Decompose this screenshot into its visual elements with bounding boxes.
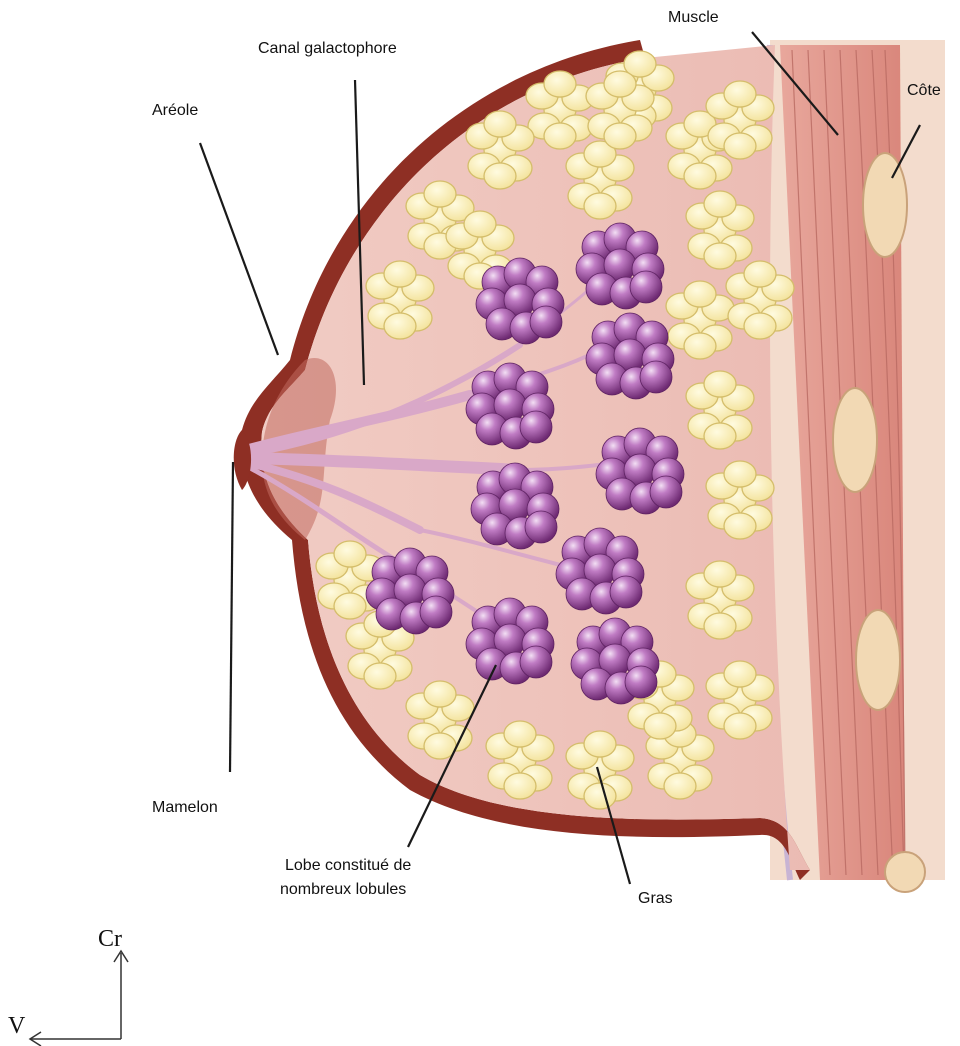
lobule-cluster — [466, 598, 554, 684]
fat-cell — [544, 123, 576, 149]
fat-cell — [704, 561, 736, 587]
fat-cell — [724, 81, 756, 107]
fat-cell — [334, 593, 366, 619]
label-lobe-line1: Lobe constitué de — [285, 857, 411, 874]
fat-cell — [684, 281, 716, 307]
fat-cell — [364, 663, 396, 689]
label-lobe-line2: nombreux lobules — [280, 881, 406, 898]
lobule — [625, 666, 657, 698]
cranial-label: Cr — [98, 926, 122, 952]
lobule — [520, 411, 552, 443]
label-areole: Aréole — [152, 102, 198, 119]
label-mamelon: Mamelon — [152, 799, 218, 816]
lobule-cluster — [576, 223, 664, 309]
rib — [856, 610, 900, 710]
lobule-cluster — [476, 258, 564, 344]
lobule-cluster — [586, 313, 674, 399]
fat-cell — [424, 181, 456, 207]
lobule-cluster — [466, 363, 554, 449]
fat-cell — [744, 261, 776, 287]
fat-cell — [504, 773, 536, 799]
fat-cell — [464, 211, 496, 237]
rib — [833, 388, 877, 492]
fat-cell — [684, 333, 716, 359]
fat-cell — [644, 713, 676, 739]
lobule — [525, 511, 557, 543]
fat-cell — [704, 423, 736, 449]
fat-cell — [744, 313, 776, 339]
fat-cell — [724, 513, 756, 539]
fat-cell — [484, 163, 516, 189]
label-cote: Côte — [907, 82, 941, 99]
lobule — [610, 576, 642, 608]
fat-cell — [484, 111, 516, 137]
fat-cell — [584, 783, 616, 809]
lobule-cluster — [366, 548, 454, 634]
fat-cell — [684, 163, 716, 189]
lobule-cluster — [571, 618, 659, 704]
fat-cell — [704, 191, 736, 217]
fat-cell — [544, 71, 576, 97]
lobule — [630, 271, 662, 303]
leader-areole — [200, 143, 278, 355]
label-muscle: Muscle — [668, 9, 719, 26]
lobule — [420, 596, 452, 628]
fat-cell — [724, 461, 756, 487]
fat-cell — [724, 713, 756, 739]
fat-cell — [704, 371, 736, 397]
rib — [885, 852, 925, 892]
lobule — [530, 306, 562, 338]
lobule-cluster — [471, 463, 559, 549]
fat-cell — [384, 313, 416, 339]
lobule — [640, 361, 672, 393]
fat-cell — [604, 71, 636, 97]
fat-cell — [584, 193, 616, 219]
fat-cell — [664, 773, 696, 799]
ventral-label: V — [8, 1013, 26, 1039]
fat-cell — [704, 243, 736, 269]
fat-cell — [384, 261, 416, 287]
fat-cell — [334, 541, 366, 567]
fat-cell — [704, 613, 736, 639]
fat-cell — [604, 123, 636, 149]
lobule — [650, 476, 682, 508]
lobule-cluster — [556, 528, 644, 614]
lobule — [520, 646, 552, 678]
fat-cell — [424, 733, 456, 759]
rib — [863, 153, 907, 257]
label-gras: Gras — [638, 890, 673, 907]
fat-cell — [584, 731, 616, 757]
leader-mamelon — [230, 462, 233, 772]
fat-cell — [724, 133, 756, 159]
fat-cell — [724, 661, 756, 687]
orientation-indicator: Cr V — [8, 926, 128, 1046]
fat-cell — [424, 681, 456, 707]
label-canal-galactophore: Canal galactophore — [258, 40, 397, 57]
lobule-cluster — [596, 428, 684, 514]
fat-cell — [504, 721, 536, 747]
